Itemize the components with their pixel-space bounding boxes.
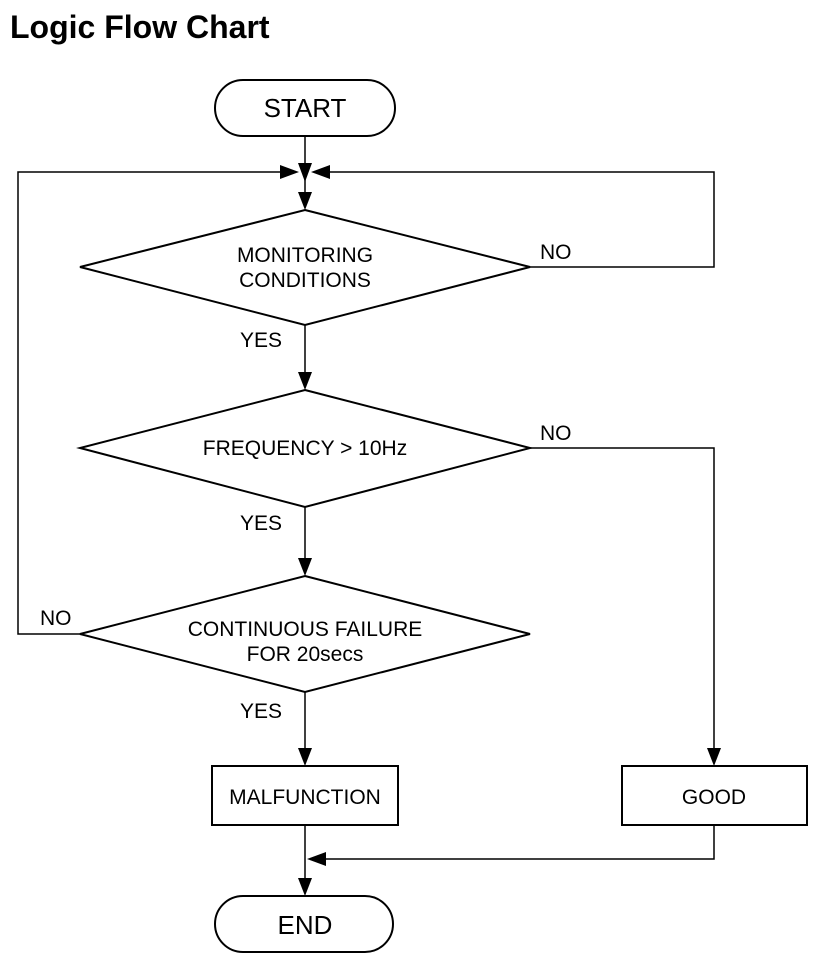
edge-frequency-no xyxy=(530,447,715,756)
end-terminal xyxy=(214,895,394,953)
arrowhead-left-merge xyxy=(311,165,330,179)
chart-title: Logic Flow Chart xyxy=(10,9,270,45)
good-label: GOOD xyxy=(682,786,746,809)
arrowhead-down-monitoring xyxy=(298,192,312,210)
arrowhead-down-failure xyxy=(298,558,312,576)
arrowhead-down-end xyxy=(298,878,312,896)
arrowhead-right-merge xyxy=(280,165,299,179)
malfunction-label: MALFUNCTION xyxy=(229,786,381,809)
edge-good-to-end xyxy=(316,825,715,860)
frequency-no-label: NO xyxy=(540,422,572,445)
failure-yes-label: YES xyxy=(240,700,282,723)
frequency-decision xyxy=(76,388,534,509)
failure-label-line2: FOR 20secs xyxy=(247,643,364,666)
monitoring-label-line2: CONDITIONS xyxy=(239,269,371,292)
arrowhead-left-end-merge xyxy=(307,852,326,866)
frequency-label: FREQUENCY > 10Hz xyxy=(203,437,407,460)
arrowhead-down-good xyxy=(707,748,721,766)
failure-label-line1: CONTINUOUS FAILURE xyxy=(188,618,423,641)
monitoring-yes-label: YES xyxy=(240,329,282,352)
monitoring-label-line1: MONITORING xyxy=(237,244,373,267)
arrowhead-down-merge xyxy=(298,163,312,182)
edge-monitoring-no xyxy=(316,171,715,268)
monitoring-no-label: NO xyxy=(540,241,572,264)
start-terminal xyxy=(214,79,396,137)
monitoring-conditions-decision xyxy=(79,208,531,327)
continuous-failure-decision xyxy=(79,574,531,694)
frequency-yes-label: YES xyxy=(240,512,282,535)
arrowhead-down-frequency xyxy=(298,372,312,390)
start-label: START xyxy=(264,93,347,123)
end-label: END xyxy=(278,910,333,940)
good-box xyxy=(621,765,808,826)
failure-no-label: NO xyxy=(40,607,72,630)
arrowhead-down-malfunction xyxy=(298,748,312,766)
malfunction-box xyxy=(211,765,399,826)
edge-failure-no xyxy=(17,171,294,635)
